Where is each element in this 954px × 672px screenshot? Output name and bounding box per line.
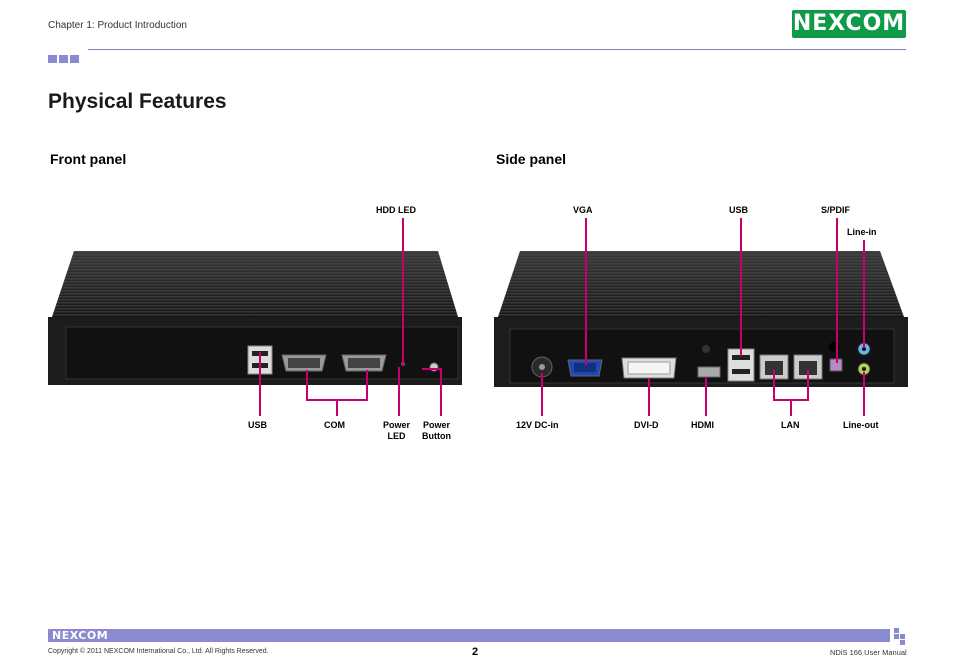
vga-callout-line: [585, 218, 587, 365]
page-number: 2: [472, 646, 479, 658]
page-title: Physical Features: [48, 90, 227, 113]
dvi-label: DVI-D: [634, 420, 659, 430]
lan2-callout-line: [807, 370, 809, 400]
side-usb-label: USB: [729, 205, 749, 215]
manual-title: NDiS 166 User Manual: [830, 648, 907, 657]
side-panel-heading: Side panel: [496, 151, 567, 167]
header-rule: [88, 49, 906, 50]
dvi-callout-line: [648, 378, 650, 416]
front-usb-label: USB: [248, 420, 268, 430]
spdif-callout-line: [836, 218, 838, 363]
dc-in-label: 12V DC-in: [516, 420, 559, 430]
lan-label: LAN: [781, 420, 800, 430]
power-led-callout-line: [398, 367, 400, 416]
lan-callout-stem: [790, 399, 792, 416]
copyright-text: Copyright © 2011 NEXCOM International Co…: [48, 648, 269, 655]
front-panel-heading: Front panel: [50, 151, 127, 167]
footer-bar: [48, 629, 890, 642]
hdd-led-callout-line: [402, 218, 404, 366]
lan1-callout-line: [773, 370, 775, 400]
vga-label: VGA: [573, 205, 593, 215]
com-label: COM: [324, 420, 345, 430]
footer-logo: NEXCOM: [52, 629, 109, 642]
line-in-callout-line: [863, 240, 865, 348]
header-squares: [48, 50, 81, 68]
chapter-title: Chapter 1: Product Introduction: [48, 20, 187, 31]
hdd-led-label: HDD LED: [376, 205, 416, 215]
side-usb-callout-line: [740, 218, 742, 356]
com2-callout-line: [366, 370, 368, 400]
side-panel-device-image: [494, 251, 908, 387]
com1-callout-line: [306, 370, 308, 400]
hdmi-label: HDMI: [691, 420, 714, 430]
front-panel-device-image: [48, 251, 462, 385]
line-out-callout-line: [863, 372, 865, 416]
power-button-label: Power Button: [422, 420, 451, 441]
dc-in-callout-line: [541, 373, 543, 416]
hdmi-callout-line: [705, 377, 707, 416]
nexcom-logo: NEXCOM: [792, 10, 906, 38]
power-led-label: Power LED: [383, 420, 411, 441]
spdif-label: S/PDIF: [821, 205, 851, 215]
power-button-callout-h: [422, 368, 442, 370]
com-callout-stem: [336, 399, 338, 416]
line-in-label: Line-in: [847, 227, 877, 237]
power-button-callout-line: [440, 368, 442, 416]
usb-callout-line: [259, 352, 261, 416]
line-out-label: Line-out: [843, 420, 879, 430]
